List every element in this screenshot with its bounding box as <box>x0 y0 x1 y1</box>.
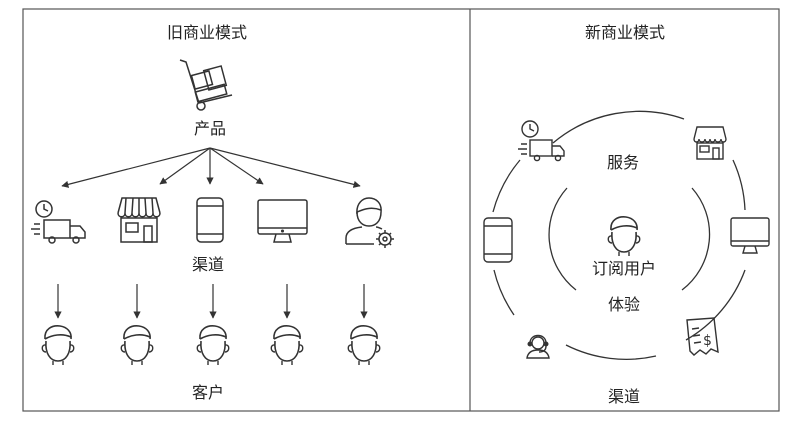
customer-icon <box>347 325 381 366</box>
monitor-icon <box>257 199 308 243</box>
subscriber-icon <box>607 216 641 257</box>
experience-ring <box>548 187 711 291</box>
new-channel-label: 渠道 <box>608 387 640 406</box>
storefront-icon <box>693 126 727 160</box>
svg-text:$: $ <box>703 333 712 349</box>
outer-frame <box>22 8 780 412</box>
old-channel-label: 渠道 <box>192 255 224 274</box>
new-model-title: 新商业模式 <box>585 23 665 42</box>
channel-ring <box>492 110 746 360</box>
product-label: 产品 <box>194 119 226 138</box>
customer-icon <box>196 325 230 366</box>
distribution-arrows <box>61 147 361 188</box>
service-label: 服务 <box>607 153 639 172</box>
subscriber-label: 订阅用户 <box>592 259 656 278</box>
customer-label: 客户 <box>192 383 224 402</box>
customer-icon <box>41 325 75 366</box>
invoice-icon: $ <box>686 317 719 356</box>
smartphone-icon <box>196 197 224 243</box>
experience-label: 体验 <box>608 295 640 314</box>
customer-icon <box>270 325 304 366</box>
storefront-icon <box>117 197 161 243</box>
monitor-icon <box>730 217 770 254</box>
headset-agent-icon <box>526 334 550 359</box>
customer-arrows <box>54 284 368 319</box>
old-model-title: 旧商业模式 <box>167 23 247 42</box>
customer-icon <box>120 325 154 366</box>
smartphone-icon <box>483 217 513 263</box>
delivery-truck-icon <box>31 200 86 244</box>
support-agent-icon <box>345 197 394 248</box>
delivery-truck-icon <box>518 120 565 162</box>
hand-truck-icon <box>179 59 233 111</box>
